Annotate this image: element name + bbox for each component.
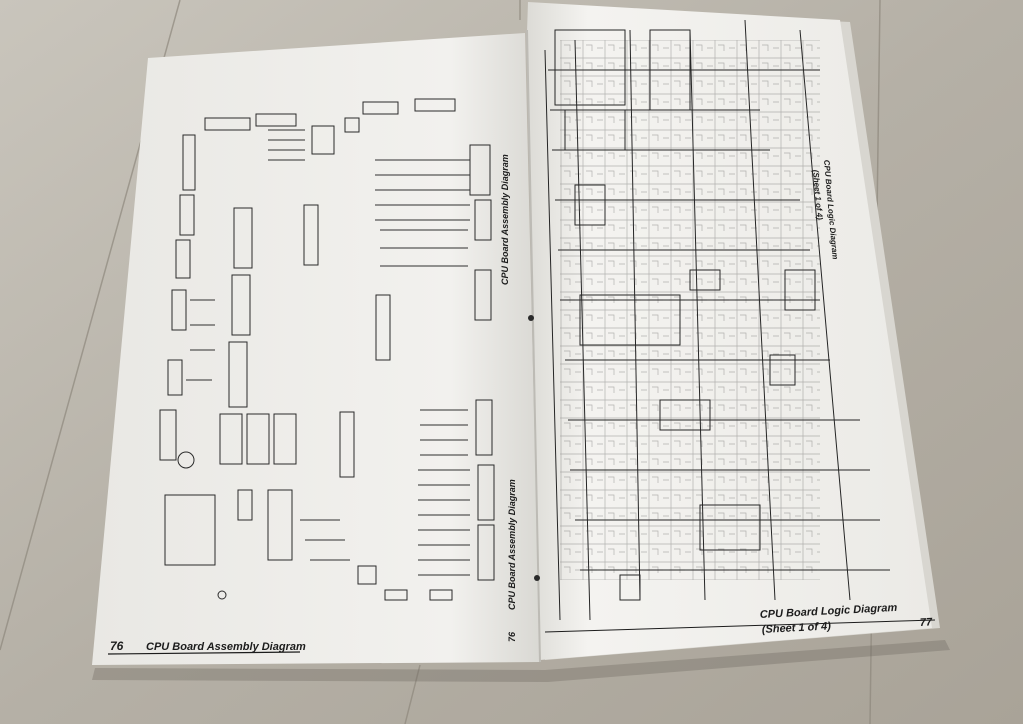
assembly-component-rows <box>186 129 470 576</box>
right-side-title-line2: (Sheet 1 of 4) <box>811 169 824 220</box>
booklet-shadow <box>92 640 950 682</box>
assembly-diagram <box>159 98 495 601</box>
left-side-number: 76 <box>507 631 517 642</box>
left-page <box>92 33 540 665</box>
left-footer-title: CPU Board Assembly Diagram <box>146 641 306 653</box>
left-side-title-lower: CPU Board Assembly Diagram <box>507 479 517 610</box>
staple-top <box>528 315 534 321</box>
schematic-texture <box>560 40 820 580</box>
right-page-number: 77 <box>920 616 934 629</box>
right-footer-title-line2: (Sheet 1 of 4) <box>762 620 832 636</box>
staple-bottom <box>534 575 540 581</box>
left-footer-rule <box>107 651 301 655</box>
left-page-number: 76 <box>110 639 124 653</box>
right-footer-rule <box>544 619 936 633</box>
left-side-title: CPU Board Assembly Diagram <box>500 154 510 285</box>
book-gutter <box>526 29 541 663</box>
